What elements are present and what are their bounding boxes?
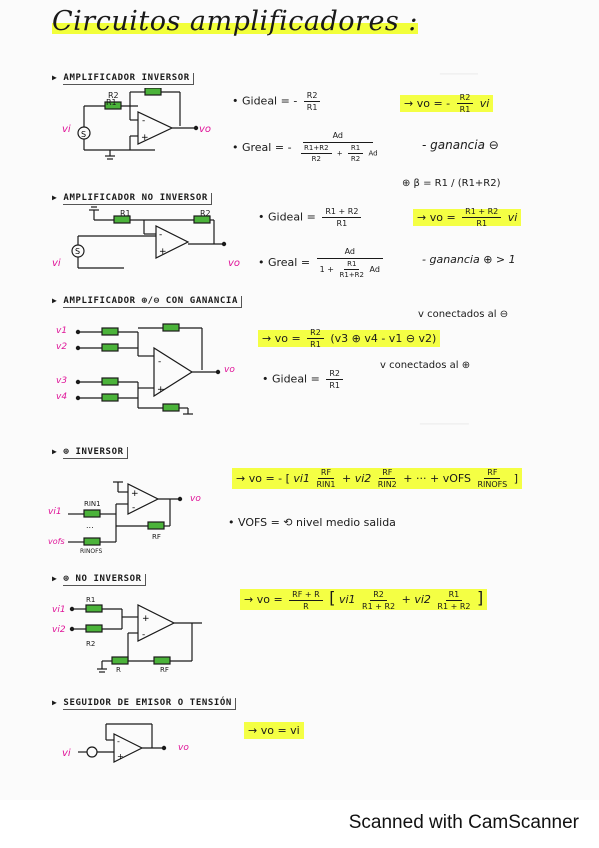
label-vi: vi [62,748,71,759]
label-r1: R1 [120,209,131,218]
label-vofs: vofs [48,537,65,546]
svg-text:+: + [159,247,167,257]
svg-text:+: + [117,752,124,761]
gain-note-no-inversor: - ganancia ⊕ > 1 [422,253,516,266]
svg-text:-: - [142,116,145,126]
label-vo: vo [224,365,235,375]
section-heading-sumador-inversor: ▶⊕ INVERSOR [52,447,128,459]
bleed-through: ───────── [420,420,469,430]
svg-text:-: - [132,503,135,513]
triangle-bullet-icon: ▶ [52,574,58,583]
label-vo: vo [199,124,212,135]
section-heading-seguidor: ▶SEGUIDOR DE EMISOR O TENSIÓN [52,698,236,710]
label-v3: v3 [56,376,68,386]
section-heading-sumador-no-inversor: ▶⊕ NO INVERSOR [52,574,146,586]
label-vi: vi [52,258,61,269]
non-inverting-amp-circuit: S - + [71,206,227,269]
voltage-follower-circuit: - + [78,723,167,763]
note-connected-minus: v conectados al ⊖ [418,309,509,320]
label-vo: vo [190,494,201,504]
section-heading-inversor: ▶AMPLIFICADOR INVERSOR [52,73,194,85]
label-r: R [116,666,121,674]
inverting-amp-circuit: S - + [77,88,199,160]
svg-text:-: - [117,737,120,746]
svg-text:+: + [131,489,139,499]
beta-note: ⊕ β = R1 / (R1+R2) [402,178,501,189]
triangle-bullet-icon: ▶ [52,193,58,202]
label-rinofs: RINOFS [80,548,103,555]
note-connected-plus: v conectados al ⊕ [380,360,471,371]
vofs-note: • VOFS = ⟲ nivel medio salida [228,516,396,529]
footer-bar [0,800,599,848]
label-rf: RF [160,666,169,674]
svg-text:S: S [75,247,80,256]
label-r1: R1 [86,596,96,604]
label-rin1: RIN1 [84,500,101,508]
scanner-watermark: Scanned with CamScanner [348,812,579,833]
triangle-bullet-icon: ▶ [52,698,58,707]
label-v1: v1 [56,326,68,336]
summing-non-inverting-circuit: + - [69,604,202,673]
notebook-page [0,0,599,800]
label-r1: R1 [106,98,117,107]
page-title: Circuitos amplificadores : [52,6,418,37]
label-dots: ... [86,521,94,530]
label-r2: R2 [200,209,211,218]
gain-note-inversor: - ganancia ⊖ [422,138,499,152]
label-v2: v2 [56,342,68,352]
svg-text:S: S [81,130,86,139]
label-r2: R2 [86,640,96,648]
svg-text:-: - [158,357,161,367]
svg-text:-: - [159,230,162,240]
result-seguidor: → vo = vi [244,722,304,739]
section-heading-con-ganancia: ▶AMPLIFICADOR ⊕/⊖ CON GANANCIA [52,296,242,308]
bleed-through: ─────── [440,70,478,80]
svg-text:+: + [157,385,165,395]
label-rf: RF [152,533,161,541]
label-vo: vo [178,743,189,753]
label-r2: R2 [108,91,119,100]
summing-inverting-circuit: + - [68,481,183,546]
triangle-bullet-icon: ▶ [52,447,58,456]
label-vo: vo [228,258,241,269]
svg-text:+: + [142,614,150,624]
label-vi1: vi1 [52,605,66,615]
triangle-bullet-icon: ▶ [52,73,58,82]
svg-text:-: - [142,630,145,640]
triangle-bullet-icon: ▶ [52,296,58,305]
label-v4: v4 [56,392,68,402]
section-heading-no-inversor: ▶AMPLIFICADOR NO INVERSOR [52,193,212,205]
summing-diff-amp-circuit: - + [75,323,221,415]
label-vi2: vi2 [52,625,66,635]
label-vi1: vi1 [48,507,62,517]
label-vi: vi [62,124,71,135]
svg-text:+: + [141,133,149,143]
